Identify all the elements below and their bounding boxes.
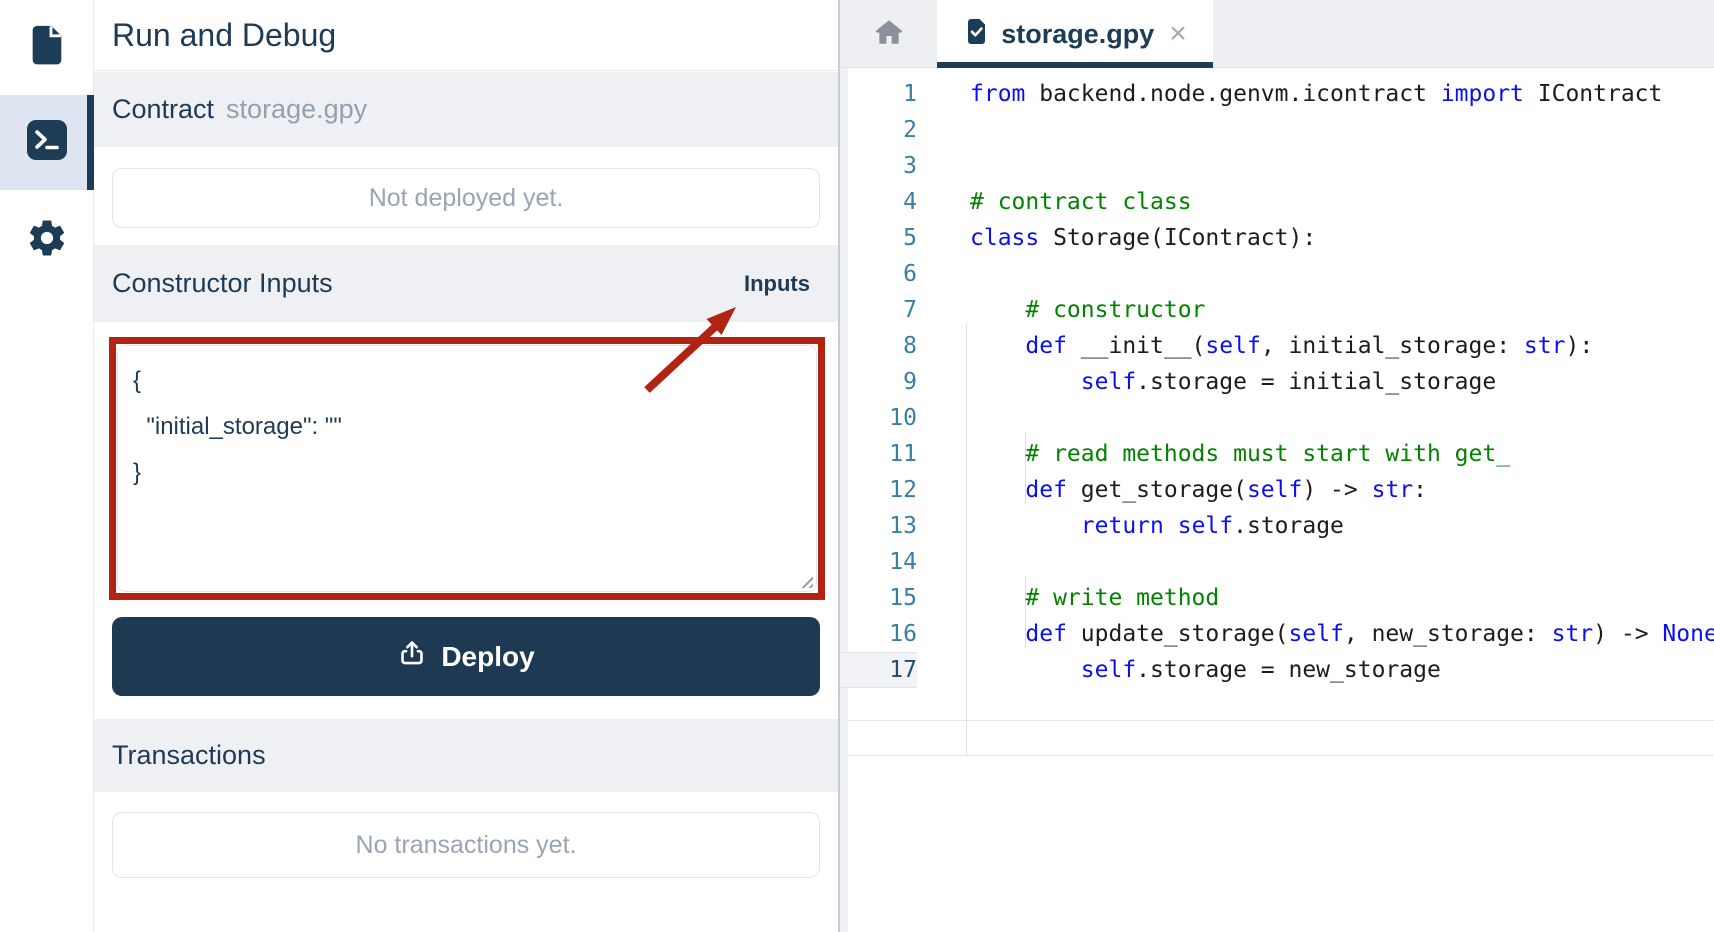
- sidebar-item-files[interactable]: [0, 0, 94, 95]
- deploy-status-text: Not deployed yet.: [368, 183, 564, 212]
- file-check-icon: [963, 18, 990, 50]
- transactions-empty-box: No transactions yet.: [112, 812, 820, 878]
- run-debug-panel: Run and Debug Contract storage.gpy Not d…: [94, 0, 838, 932]
- contract-filename: storage.gpy: [226, 94, 368, 124]
- line-number: 6: [903, 261, 917, 287]
- upload-icon: [397, 638, 427, 675]
- code-line[interactable]: [970, 256, 1714, 292]
- line-number: 12: [889, 477, 917, 503]
- indent-guide: [1025, 432, 1026, 504]
- indent-guide: [1025, 576, 1026, 648]
- line-number: 13: [889, 513, 917, 539]
- active-line-highlight: [848, 720, 1714, 756]
- code-line[interactable]: def __init__(self, initial_storage: str)…: [1025, 333, 1594, 359]
- constructor-inputs-textarea[interactable]: { "initial_storage": "" }: [117, 345, 817, 592]
- code-line[interactable]: from backend.node.genvm.icontract import…: [970, 81, 1663, 107]
- code-line[interactable]: self.storage = new_storage: [1080, 657, 1441, 683]
- line-number: 7: [903, 297, 917, 323]
- editor-tab-bar: storage.gpy ×: [840, 0, 1714, 68]
- sidebar-item-run-debug[interactable]: [0, 95, 94, 190]
- contract-label: Contract: [112, 94, 215, 124]
- file-icon: [27, 23, 67, 72]
- code-line[interactable]: # read methods must start with get_: [1025, 441, 1511, 467]
- line-number: 8: [903, 333, 917, 359]
- transactions-section-header: Transactions: [94, 719, 838, 792]
- panel-editor-divider[interactable]: [838, 0, 840, 932]
- tab-storage-gpy[interactable]: storage.gpy ×: [937, 0, 1213, 68]
- terminal-icon: [26, 119, 68, 166]
- code-line[interactable]: class Storage(IContract):: [970, 225, 1317, 251]
- line-number: 16: [889, 621, 917, 647]
- line-number: 4: [903, 189, 917, 215]
- code-line[interactable]: self.storage = initial_storage: [1080, 369, 1497, 395]
- indent-guide: [966, 324, 967, 756]
- constructor-inputs-annotation-highlight: { "initial_storage": "" }: [109, 337, 825, 600]
- line-number: 17: [840, 652, 917, 688]
- close-icon[interactable]: ×: [1169, 17, 1187, 50]
- constructor-inputs-label: Constructor Inputs: [112, 268, 333, 298]
- line-number: 3: [903, 153, 917, 179]
- home-button[interactable]: [840, 0, 937, 68]
- home-icon: [874, 18, 904, 51]
- transactions-label: Transactions: [112, 740, 266, 770]
- code-line[interactable]: # write method: [1025, 585, 1220, 611]
- contract-section-header: Contract storage.gpy: [94, 72, 838, 147]
- inputs-badge: Inputs: [744, 270, 810, 296]
- code-line[interactable]: def get_storage(self) -> str:: [1025, 477, 1427, 503]
- code-lines: from backend.node.genvm.icontract import…: [970, 76, 1714, 688]
- gear-icon: [26, 217, 68, 264]
- deploy-button-label: Deploy: [441, 640, 535, 672]
- activity-bar: [0, 0, 94, 932]
- code-line[interactable]: def update_storage(self, new_storage: st…: [1025, 621, 1714, 647]
- page-title: Run and Debug: [94, 0, 838, 71]
- code-line[interactable]: # contract class: [970, 189, 1192, 215]
- deploy-button[interactable]: Deploy: [112, 617, 820, 696]
- transactions-empty-text: No transactions yet.: [355, 830, 577, 859]
- code-line[interactable]: return self.storage: [1080, 513, 1344, 539]
- sidebar-item-settings[interactable]: [0, 190, 94, 290]
- line-number: 11: [889, 441, 917, 467]
- code-line[interactable]: # constructor: [1025, 297, 1206, 323]
- line-number: 14: [889, 549, 917, 575]
- editor-left-strip: [840, 68, 848, 932]
- line-number: 2: [903, 117, 917, 143]
- line-number: 10: [889, 405, 917, 431]
- constructor-json-value: { "initial_storage": "" }: [133, 367, 342, 486]
- line-number: 15: [889, 585, 917, 611]
- code-line[interactable]: [970, 112, 1714, 148]
- code-line[interactable]: [970, 544, 1714, 580]
- code-line[interactable]: [970, 148, 1714, 184]
- line-number: 5: [903, 225, 917, 251]
- tab-title: storage.gpy: [1001, 18, 1155, 49]
- line-number: 1: [903, 81, 917, 107]
- line-number: 9: [903, 369, 917, 395]
- deploy-status-box: Not deployed yet.: [112, 168, 820, 228]
- code-line[interactable]: [970, 400, 1714, 436]
- constructor-section-header: Constructor Inputs Inputs: [94, 245, 838, 322]
- textarea-resize-handle[interactable]: [798, 573, 813, 588]
